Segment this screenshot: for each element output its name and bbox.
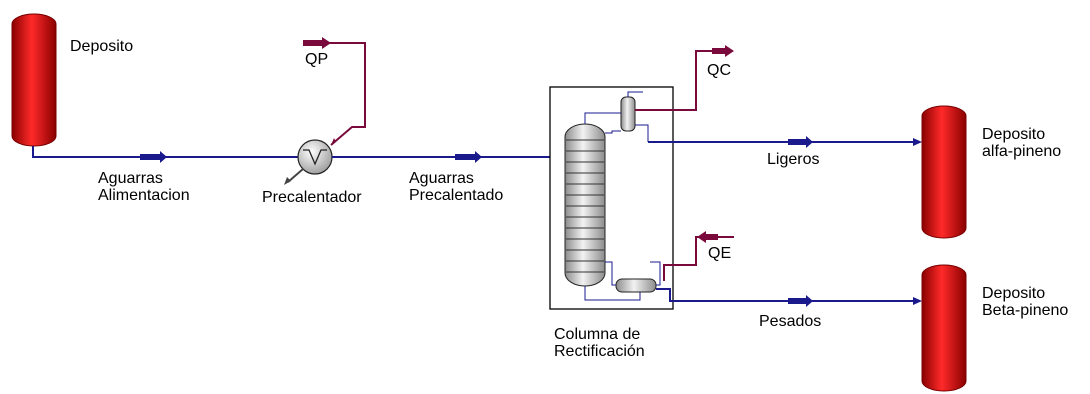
beta-pinene-tank[interactable] <box>921 264 967 392</box>
column-label: Columna de Rectificación <box>554 326 645 360</box>
qc-energy-stream[interactable] <box>635 45 734 111</box>
preheater-label: Precalentador <box>262 189 362 206</box>
qe-energy-stream[interactable] <box>663 231 734 281</box>
preheated-stream[interactable] <box>332 151 565 163</box>
rectification-column[interactable] <box>549 86 674 310</box>
alpha-tank-label: Deposito alfa-pineno <box>982 126 1062 160</box>
feed-tank[interactable] <box>11 13 57 147</box>
heavy-stream-label: Pesados <box>759 313 822 330</box>
qp-label: QP <box>305 51 329 68</box>
preheater-exchanger[interactable] <box>297 139 333 175</box>
beta-tank-label: Deposito Beta-pineno <box>982 285 1069 319</box>
light-product-stream[interactable] <box>648 136 922 148</box>
light-stream-label: Ligeros <box>767 151 820 168</box>
feed-stream-label: Aguarras Alimentacion <box>98 170 190 204</box>
alpha-pinene-tank[interactable] <box>921 105 967 239</box>
qc-label: QC <box>707 62 731 79</box>
heavy-product-stream[interactable] <box>656 288 922 307</box>
preheated-stream-label: Aguarras Precalentado <box>409 170 504 204</box>
qe-label: QE <box>708 245 732 262</box>
qp-energy-stream[interactable] <box>284 37 366 185</box>
feed-tank-label: Deposito <box>70 38 134 55</box>
feed-stream[interactable] <box>32 146 298 163</box>
